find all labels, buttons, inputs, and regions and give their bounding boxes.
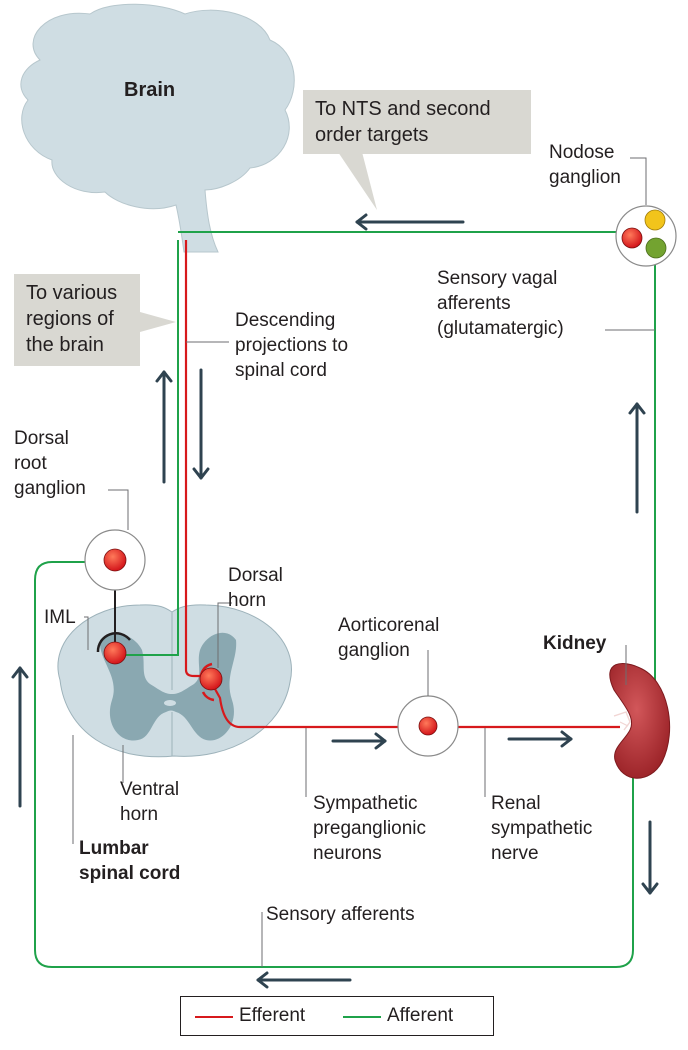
efferent-swatch <box>195 1016 233 1018</box>
renal-line-1: Renal <box>491 793 541 814</box>
aorticorenal-line-1: Aorticorenal <box>338 615 440 636</box>
arrow-up-left <box>155 370 173 484</box>
descending-projections-label: Descending projections to spinal cord <box>235 308 348 383</box>
descending-line-3: spinal cord <box>235 360 327 381</box>
nodose-neuron-yellow <box>644 209 666 231</box>
iml-neuron <box>103 641 127 665</box>
drg-line-3: ganglion <box>14 478 86 499</box>
drg-neuron <box>103 548 127 572</box>
renal-line-3: nerve <box>491 843 539 864</box>
sensory-vagal-line-2: afferents <box>437 293 511 314</box>
sympathetic-line-2: preganglionic <box>313 818 427 839</box>
ventral-horn-label: Ventral horn <box>120 777 179 827</box>
arrow-up-far-left <box>11 666 29 808</box>
nodose-ganglion-line-1: Nodose <box>549 142 615 163</box>
sensory-vagal-line-1: Sensory vagal <box>437 268 558 289</box>
dorsal-horn-label: Dorsal horn <box>228 563 283 613</box>
brain-regions-callout-line-3: the brain <box>26 334 104 356</box>
renal-line-2: sympathetic <box>491 818 593 839</box>
nts-callout-line-2: order targets <box>315 124 429 146</box>
nodose-ganglion-line-2: ganglion <box>549 167 621 188</box>
aorticorenal-ganglion-label: Aorticorenal ganglion <box>338 613 439 663</box>
arrow-up-right <box>628 402 646 514</box>
iml-label: IML <box>44 607 76 628</box>
arrow-down-right <box>641 820 659 895</box>
legend: Efferent Afferent <box>180 996 494 1036</box>
nts-callout-line-1: To NTS and second <box>315 98 491 120</box>
aorticorenal-line-2: ganglion <box>338 640 410 661</box>
lumbar-spinal-cord-label: Lumbar spinal cord <box>79 836 180 886</box>
leader-lines <box>72 157 655 967</box>
arrow-down-center <box>192 368 210 480</box>
sensory-vagal-line-3: (glutamatergic) <box>437 318 564 339</box>
ventral-horn-line-2: horn <box>120 804 159 825</box>
drg-line-1: Dorsal <box>14 428 69 449</box>
nodose-neuron-red <box>621 227 643 249</box>
sympathetic-line-3: neurons <box>313 843 382 864</box>
dorsal-horn-line-2: horn <box>228 590 267 611</box>
descending-line-2: projections to <box>235 335 349 356</box>
afferent-pathways <box>34 231 656 968</box>
lumbar-spinal-cord-section <box>57 604 292 758</box>
efferent-legend-label: Efferent <box>239 1005 306 1026</box>
descending-line-1: Descending <box>235 310 336 331</box>
ventral-horn-line-1: Ventral <box>120 779 180 800</box>
direction-arrows <box>11 213 659 989</box>
afferent-legend-label: Afferent <box>387 1005 454 1026</box>
aorticorenal-neuron <box>418 716 438 736</box>
renal-sympathetic-label: Renal sympathetic nerve <box>491 791 592 866</box>
nts-callout-pointer <box>338 152 377 210</box>
sensory-vagal-label: Sensory vagal afferents (glutamatergic) <box>437 266 564 341</box>
lumbar-line-1: Lumbar <box>79 838 149 859</box>
brain-regions-callout: To various regions of the brain <box>14 274 140 366</box>
brain-regions-callout-line-1: To various <box>26 282 118 304</box>
dorsal-horn-neuron <box>199 667 223 691</box>
drg-line-2: root <box>14 453 47 474</box>
sympathetic-preganglionic-label: Sympathetic preganglionic neurons <box>313 791 426 866</box>
arrow-right-mid1 <box>331 732 387 750</box>
brain-shape <box>20 3 295 253</box>
lumbar-line-2: spinal cord <box>79 863 181 884</box>
dorsal-horn-line-1: Dorsal <box>228 565 283 586</box>
nts-callout: To NTS and second order targets <box>303 90 531 154</box>
nodose-ganglion-label: Nodose ganglion <box>549 140 621 190</box>
efferent-pathways <box>184 240 620 729</box>
brain-regions-callout-line-2: regions of <box>26 308 114 330</box>
dorsal-root-ganglion-label: Dorsal root ganglion <box>14 426 86 501</box>
brain-label: Brain <box>124 79 176 101</box>
sympathetic-line-1: Sympathetic <box>313 793 418 814</box>
arrow-left-top <box>355 213 465 231</box>
afferent-swatch <box>343 1016 381 1018</box>
kidney-icon <box>609 662 671 779</box>
sensory-afferents-label: Sensory afferents <box>266 904 415 925</box>
regions-callout-pointer <box>140 312 176 332</box>
arrow-left-bottom <box>256 971 352 989</box>
nodose-neuron-green <box>645 237 667 259</box>
kidney-label: Kidney <box>543 633 607 654</box>
arrow-right-mid2 <box>507 730 573 748</box>
